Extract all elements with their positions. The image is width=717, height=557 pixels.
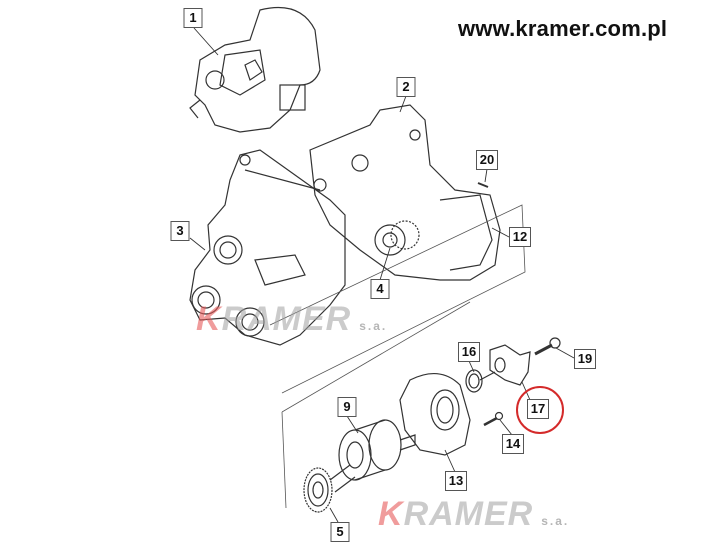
part-19-bolt (534, 343, 553, 356)
part-17-flange (479, 344, 531, 386)
assembly-frame-line (281, 411, 287, 509)
callout-part-17[interactable]: 17 (527, 399, 549, 419)
part-16-seal (465, 369, 483, 393)
callout-part-12[interactable]: 12 (509, 227, 531, 247)
callout-part-20[interactable]: 20 (476, 150, 498, 170)
part-13-bearing-cover (399, 373, 471, 456)
part-20-pin (477, 182, 489, 188)
callout-part-2[interactable]: 2 (396, 77, 416, 97)
callout-part-9[interactable]: 9 (337, 397, 357, 417)
part-1-transmission-assembly (189, 6, 321, 133)
callout-part-14[interactable]: 14 (502, 434, 524, 454)
website-url: www.kramer.com.pl (458, 16, 668, 41)
assembly-frame-line (269, 204, 526, 394)
leader-lines (189, 27, 575, 523)
callout-part-1[interactable]: 1 (183, 8, 203, 28)
part-3-gearbox-housing (189, 149, 346, 346)
part-9-bearing (338, 419, 416, 481)
callout-part-5[interactable]: 5 (330, 522, 350, 542)
callout-part-19[interactable]: 19 (574, 349, 596, 369)
highlight-circle-part-17 (516, 386, 564, 434)
assembly-frame-line (281, 301, 471, 413)
callout-part-13[interactable]: 13 (445, 471, 467, 491)
part-2-intermediate-housing (309, 104, 501, 281)
part-14-bolt (483, 416, 498, 427)
callout-part-16[interactable]: 16 (458, 342, 480, 362)
callout-part-4[interactable]: 4 (370, 279, 390, 299)
part-5-gear (303, 464, 356, 513)
callout-part-3[interactable]: 3 (170, 221, 190, 241)
